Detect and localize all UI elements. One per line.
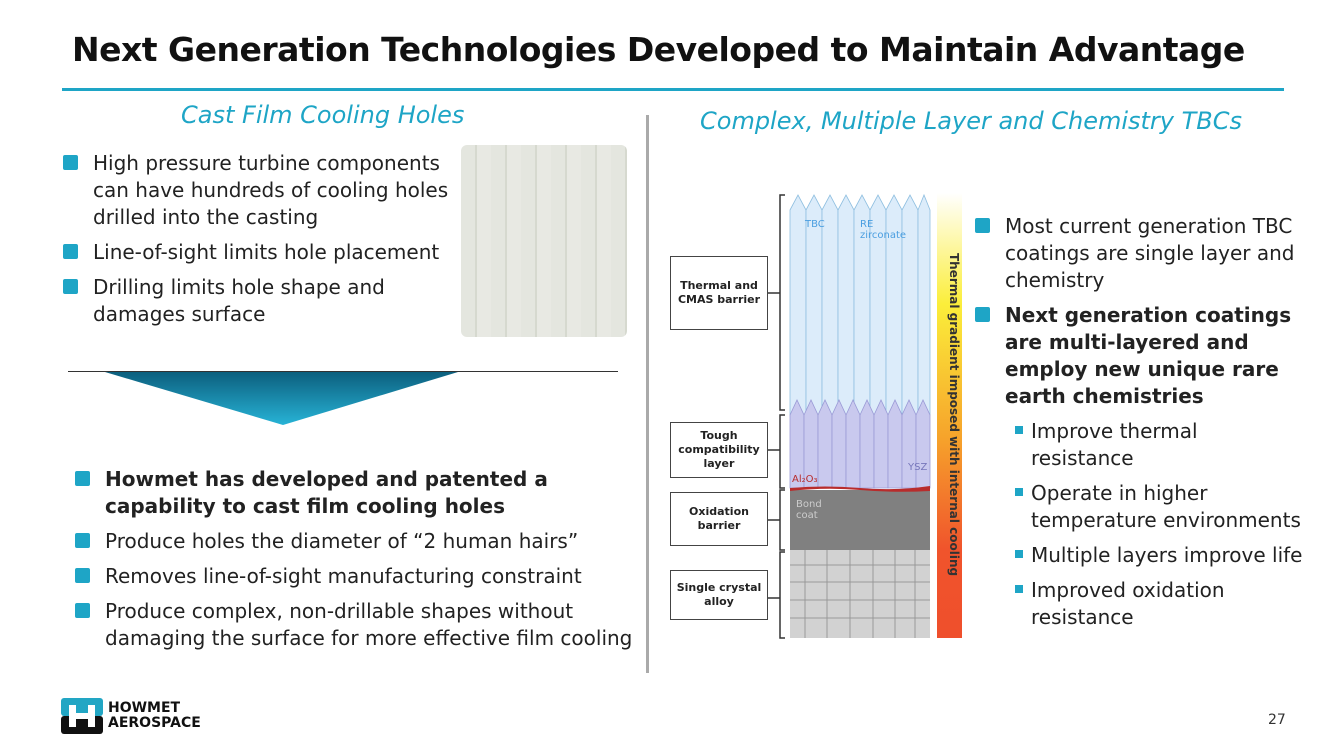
- bullet: Most current generation TBC coatings are…: [975, 213, 1305, 294]
- label-compatibility-layer: Tough compatibility layer: [670, 422, 768, 478]
- label-single-crystal: Single crystal alloy: [670, 570, 768, 620]
- label-ysz: YSZ: [908, 462, 928, 473]
- down-arrow-icon: [105, 372, 458, 425]
- bullet: Removes line-of-sight manufacturing cons…: [75, 563, 635, 590]
- slide-title: Next Generation Technologies Developed t…: [72, 30, 1245, 69]
- bullet: Line-of-sight limits hole placement: [63, 239, 453, 266]
- bullet: Produce complex, non-drillable shapes wi…: [75, 598, 635, 652]
- right-bullets: Most current generation TBC coatings are…: [975, 213, 1305, 639]
- label-tbc: TBC: [805, 219, 825, 230]
- label-al2o3: Al₂O₃: [792, 474, 818, 485]
- bullet: High pressure turbine components can hav…: [63, 150, 453, 231]
- sub-bullet: Operate in higher temperature environmen…: [1015, 480, 1305, 534]
- logo-mark-icon: [61, 698, 103, 734]
- left-bullets: High pressure turbine components can hav…: [63, 150, 453, 336]
- title-rule: [62, 88, 1284, 91]
- label-bond-coat: Bond coat: [796, 499, 822, 521]
- label-oxidation-barrier: Oxidation barrier: [670, 492, 768, 546]
- column-divider: [646, 115, 649, 673]
- sub-bullet: Improved oxidation resistance: [1015, 577, 1305, 631]
- bullet: Howmet has developed and patented a capa…: [75, 466, 635, 520]
- howmet-logo: HOWMET AEROSPACE: [61, 698, 201, 734]
- divider-line: [68, 371, 618, 372]
- coating-layers-graphic: [768, 193, 931, 639]
- sub-bullet: Multiple layers improve life: [1015, 542, 1305, 569]
- bullet: Next generation coatings are multi-layer…: [975, 302, 1305, 410]
- left-subtitle: Cast Film Cooling Holes: [181, 101, 465, 129]
- bullet: Produce holes the diameter of “2 human h…: [75, 528, 635, 555]
- left-bullets-2: Howmet has developed and patented a capa…: [75, 466, 635, 660]
- page-number: 27: [1268, 712, 1286, 728]
- cooling-holes-photo: [461, 145, 627, 337]
- bullet: Drilling limits hole shape and damages s…: [63, 274, 453, 328]
- right-subtitle: Complex, Multiple Layer and Chemistry TB…: [700, 107, 1243, 135]
- thermal-gradient-label: Thermal gradient imposed with internal c…: [947, 253, 961, 577]
- label-re-zirconate: RE zirconate: [860, 219, 907, 241]
- label-thermal-barrier: Thermal and CMAS barrier: [670, 256, 768, 330]
- thermal-gradient-bar: [937, 193, 962, 638]
- logo-line1: HOWMET: [108, 700, 181, 716]
- logo-line2: AEROSPACE: [108, 715, 201, 731]
- sub-bullet: Improve thermal resistance: [1015, 418, 1305, 472]
